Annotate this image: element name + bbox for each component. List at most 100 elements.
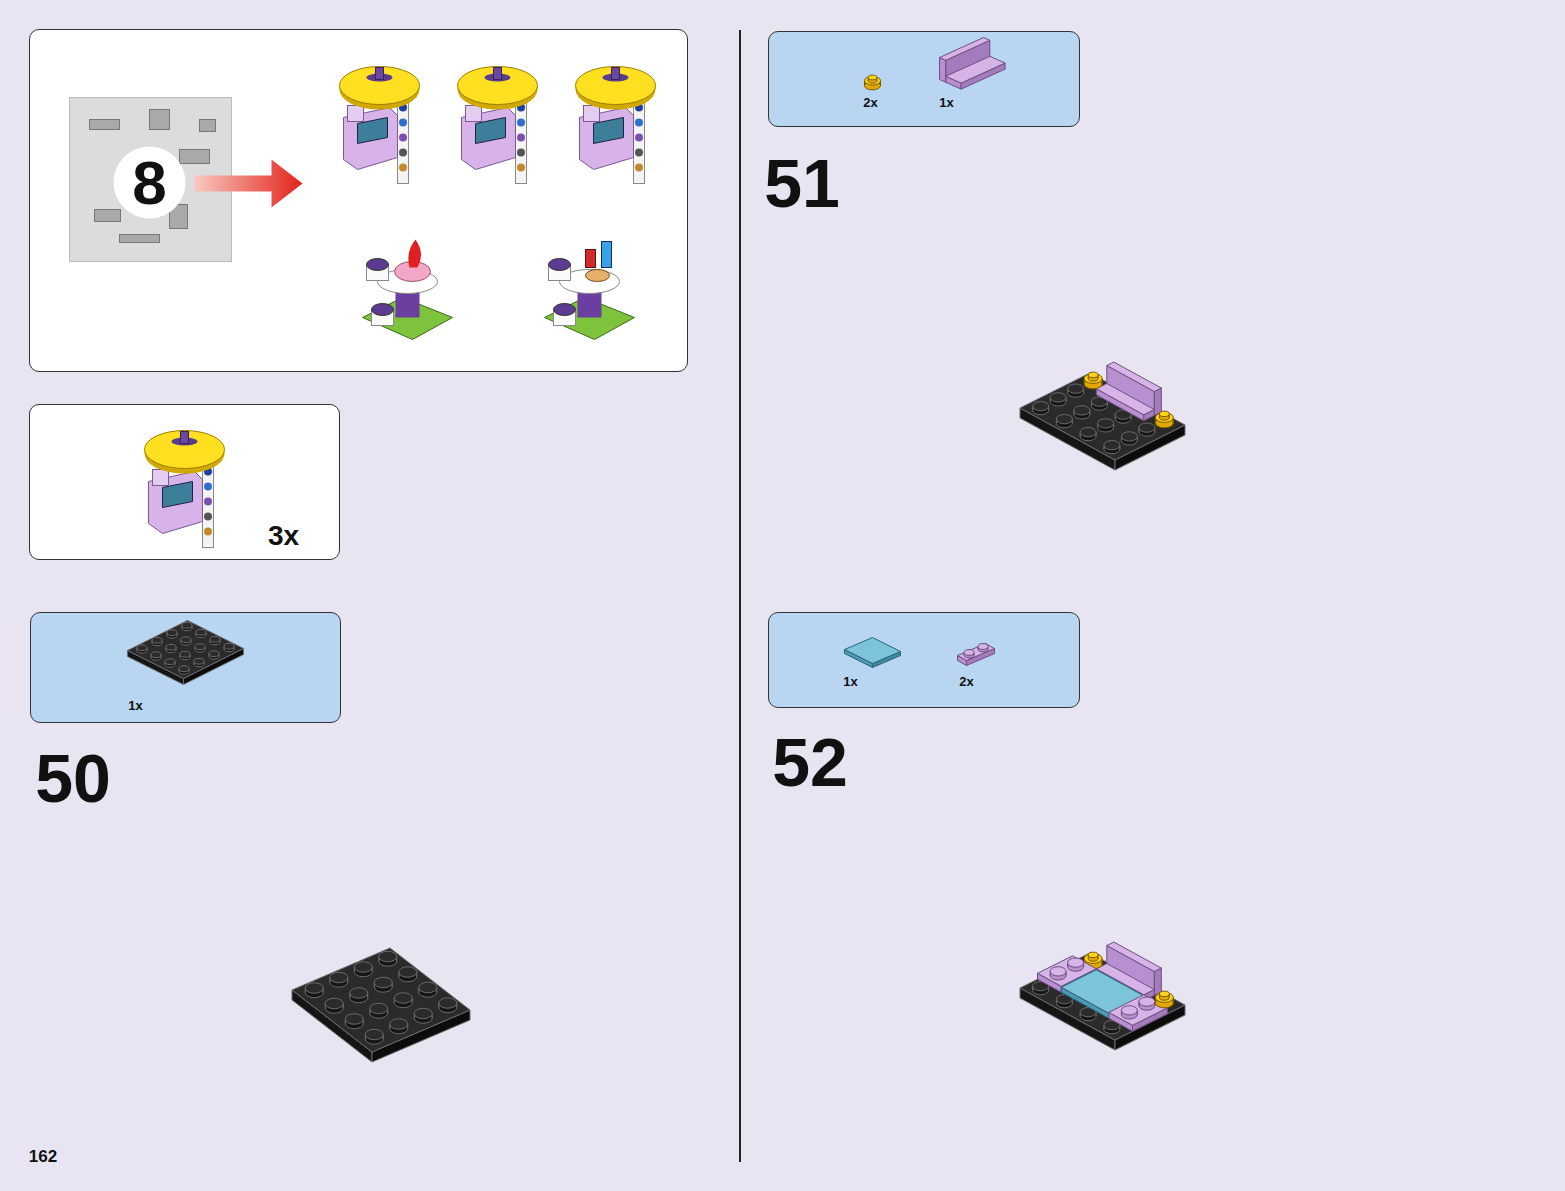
part-count: 1x xyxy=(128,698,142,711)
stud xyxy=(1068,958,1084,967)
stud xyxy=(224,643,234,649)
canopy xyxy=(340,67,420,105)
stud xyxy=(399,967,417,977)
stud xyxy=(1088,372,1098,377)
parts-art xyxy=(31,613,339,721)
stud xyxy=(1159,991,1169,996)
stud xyxy=(1088,952,1098,957)
bag-part xyxy=(120,235,160,243)
stud xyxy=(374,977,392,987)
stud xyxy=(354,962,372,972)
page-number: 162 xyxy=(29,1148,57,1165)
step-number: 51 xyxy=(764,149,840,217)
bag-part xyxy=(90,120,120,130)
pole-dot xyxy=(517,119,525,127)
callout-box: 3x xyxy=(29,404,340,560)
parts-art xyxy=(30,30,686,370)
stud xyxy=(345,1014,363,1024)
stud xyxy=(394,993,412,1003)
flame xyxy=(408,240,421,268)
brick-top xyxy=(1020,373,1185,460)
stud xyxy=(390,1019,408,1029)
stud xyxy=(330,972,348,982)
stud xyxy=(1121,432,1137,441)
part-count: 1x xyxy=(939,95,953,108)
stud xyxy=(180,651,190,657)
pole-dot xyxy=(204,483,212,491)
stud xyxy=(370,1003,388,1013)
stud xyxy=(439,998,457,1008)
stud xyxy=(1098,419,1114,428)
stud xyxy=(137,645,147,651)
part-count: 2x xyxy=(959,674,973,687)
pole-dot xyxy=(204,513,212,521)
food xyxy=(586,270,610,282)
brick-top xyxy=(940,38,990,61)
pole-dot xyxy=(635,149,643,157)
pole-dot xyxy=(204,498,212,506)
canopy-cross xyxy=(612,68,620,80)
stud xyxy=(182,622,192,628)
brick-top xyxy=(1020,953,1185,1040)
stud xyxy=(1033,401,1049,410)
parts-box: 1x xyxy=(30,612,341,723)
part-count: 1x xyxy=(843,674,857,687)
stud xyxy=(152,637,162,643)
canopy xyxy=(576,67,656,105)
stud xyxy=(1050,393,1066,402)
stud xyxy=(1121,1006,1137,1015)
stud xyxy=(325,998,343,1008)
canopy-cross xyxy=(494,68,502,80)
pole-dot xyxy=(517,134,525,142)
seat-back xyxy=(584,106,600,122)
bottle xyxy=(586,250,596,268)
pole-dot xyxy=(399,119,407,127)
pole-dot xyxy=(399,134,407,142)
bag-part xyxy=(180,150,210,164)
brick-top xyxy=(128,621,244,679)
stud xyxy=(305,983,323,993)
canopy xyxy=(458,67,538,105)
bag-number: 8 xyxy=(132,152,166,214)
cup-lid xyxy=(554,304,576,316)
divider-line xyxy=(739,30,741,1162)
stud xyxy=(1159,411,1169,416)
seat-back xyxy=(348,106,364,122)
brick-top xyxy=(946,56,1005,83)
part-count: 2x xyxy=(863,95,877,108)
stud xyxy=(194,658,204,664)
canopy-cross xyxy=(181,432,189,444)
brick-top xyxy=(1107,362,1162,392)
callout-box: 8 xyxy=(29,29,688,372)
seat-back xyxy=(466,106,482,122)
bag-part xyxy=(150,110,170,130)
brick-side xyxy=(940,58,946,83)
pole-dot xyxy=(635,119,643,127)
pole-dot xyxy=(517,164,525,172)
stud xyxy=(414,1008,432,1018)
stud xyxy=(151,652,161,658)
pole-dot xyxy=(517,149,525,157)
stud xyxy=(181,637,191,643)
pole-dot xyxy=(635,134,643,142)
stud xyxy=(210,636,220,642)
stud xyxy=(165,659,175,665)
quantity-label: 3x xyxy=(268,522,299,550)
pole-dot xyxy=(399,149,407,157)
stud xyxy=(1074,406,1090,415)
stud xyxy=(978,644,988,650)
stud xyxy=(1139,997,1155,1006)
stud xyxy=(350,988,368,998)
brick-top xyxy=(958,644,995,661)
stud xyxy=(1050,967,1066,976)
brick-top xyxy=(845,638,901,664)
stud xyxy=(209,651,219,657)
cup-lid xyxy=(549,259,571,271)
stud xyxy=(196,629,206,635)
stud xyxy=(964,650,974,656)
stud xyxy=(1104,440,1120,449)
brick-side xyxy=(1154,388,1161,416)
number-disc xyxy=(114,147,186,219)
stud xyxy=(379,951,397,961)
stud xyxy=(1080,427,1096,436)
